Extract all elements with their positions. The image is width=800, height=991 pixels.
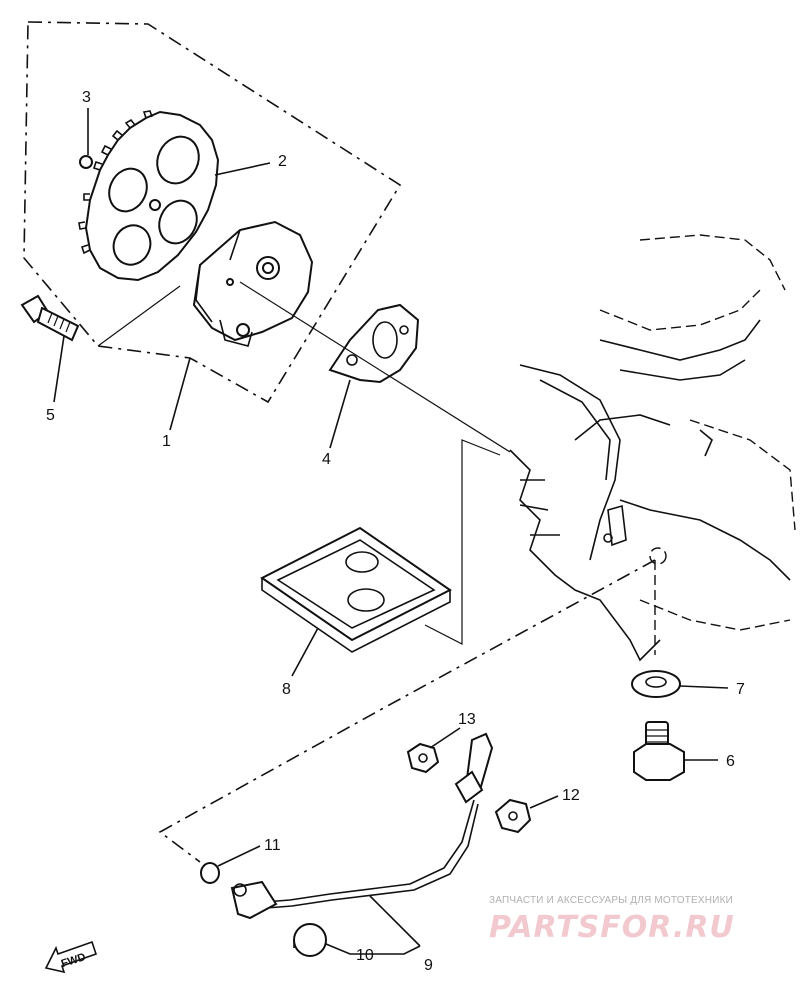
nut-part-13 <box>406 742 440 774</box>
callout-5: 5 <box>46 407 55 424</box>
nut-part-12 <box>494 798 532 834</box>
clip-part-3 <box>79 155 93 169</box>
oil-pipe-part-9 <box>230 732 494 920</box>
assembly-outline-1 <box>23 21 402 404</box>
callout-6: 6 <box>726 753 735 770</box>
centerline-drain <box>158 559 656 863</box>
callout-7: 7 <box>736 681 745 698</box>
gasket-part-4 <box>328 303 420 384</box>
leader-2 <box>214 162 271 176</box>
leader-13 <box>429 727 461 749</box>
leader-12 <box>529 795 559 809</box>
callout-8: 8 <box>282 681 291 698</box>
centerline-pump <box>239 281 511 453</box>
leader-5 <box>53 335 65 403</box>
callout-13: 13 <box>458 711 476 728</box>
callout-1: 1 <box>162 433 171 450</box>
callout-3: 3 <box>82 89 91 106</box>
bolt-part-5 <box>20 294 80 342</box>
leader-4 <box>329 379 351 449</box>
fwd-arrow-icon: FWD <box>42 940 98 976</box>
cap-part-10 <box>293 923 327 957</box>
callout-2: 2 <box>278 153 287 170</box>
callout-9: 9 <box>424 957 433 974</box>
callout-11: 11 <box>264 837 281 854</box>
oil-strainer-part-8 <box>260 526 452 653</box>
leader-1 <box>169 357 191 431</box>
washer-part-7 <box>631 670 681 698</box>
crankcase <box>509 234 796 662</box>
oil-pump-gear <box>78 110 220 282</box>
oil-pump-body <box>192 220 314 347</box>
centerline-strainer <box>424 439 501 645</box>
o-ring-part-11 <box>200 862 220 884</box>
drain-plug-part-6 <box>633 721 685 781</box>
leader-9 <box>369 895 421 947</box>
leader-8 <box>291 627 319 677</box>
centerline-box <box>97 285 181 347</box>
watermark-logo: PARTSFOR.RU <box>489 910 735 945</box>
callout-10: 10 <box>356 947 374 964</box>
callout-12: 12 <box>562 787 580 804</box>
leader-7 <box>679 685 729 689</box>
watermark-tagline: ЗАПЧАСТИ И АКСЕССУАРЫ ДЛЯ МОТОТЕХНИКИ <box>489 895 734 906</box>
leader-10 <box>325 943 421 955</box>
leader-11 <box>217 845 261 867</box>
callout-4: 4 <box>322 451 331 468</box>
